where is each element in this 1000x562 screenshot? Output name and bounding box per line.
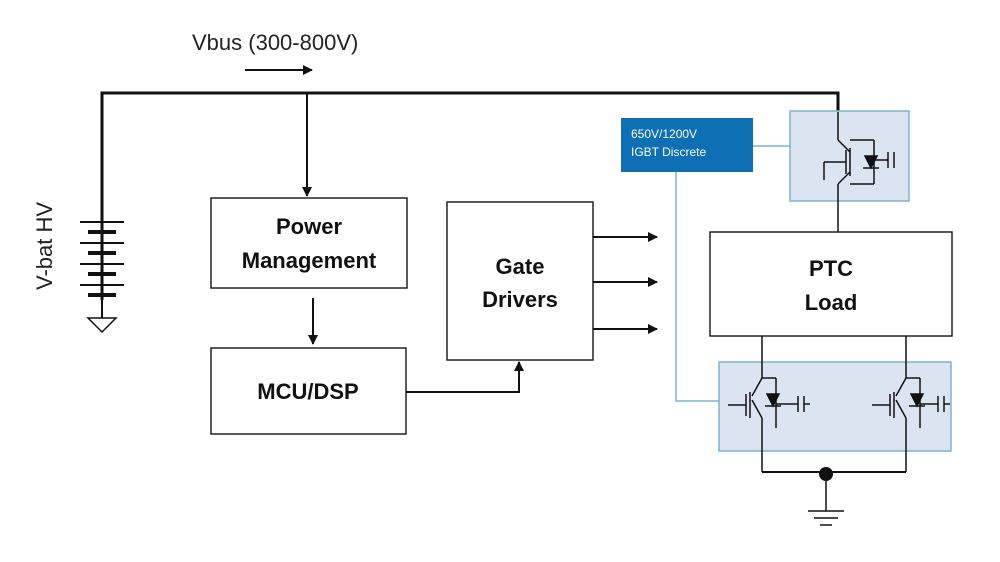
hv-bus-line	[100, 91, 840, 300]
bottom-left-igbt-icon	[728, 336, 810, 472]
ptc-load-label-line1: PTC	[809, 256, 853, 281]
top-igbt-icon	[823, 112, 895, 232]
ground-icon	[808, 481, 844, 526]
battery-label: V-bat HV	[32, 202, 57, 290]
power-management-label-line1: Power	[276, 214, 342, 239]
power-management-block	[210, 197, 408, 289]
ptc-load-block	[709, 231, 953, 337]
igbt-callout-line2: IGBT Discrete	[631, 145, 706, 159]
bottom-right-igbt-icon	[872, 336, 950, 472]
vbus-label: Vbus (300-800V)	[192, 30, 358, 55]
ground-node-dot	[819, 467, 833, 481]
gate-drivers-block	[446, 201, 594, 361]
mcu-dsp-label: MCU/DSP	[257, 379, 358, 404]
callout-connector-bottom	[675, 172, 722, 402]
gate-drivers-label-line1: Gate	[496, 254, 545, 279]
igbt-callout-line1: 650V/1200V	[631, 127, 697, 141]
gate-drivers-label-line2: Drivers	[482, 287, 558, 312]
battery-ground-icon	[86, 317, 118, 334]
power-management-label-line2: Management	[242, 248, 377, 273]
battery-symbol	[80, 221, 124, 318]
mcu-to-gate-drivers-arrow	[406, 361, 524, 393]
mcu-dsp-block	[210, 347, 407, 435]
ptc-load-label-line2: Load	[805, 290, 858, 315]
igbt-callout-box	[621, 118, 753, 172]
